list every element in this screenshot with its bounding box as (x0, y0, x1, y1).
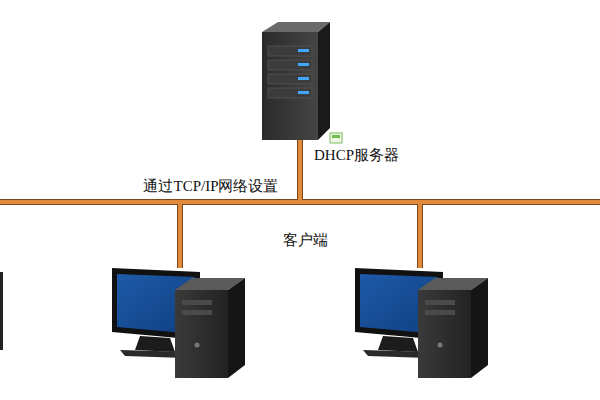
server-label: DHCP服务器 (314, 146, 399, 164)
server-icon (262, 22, 330, 140)
client-computer (355, 268, 488, 378)
network-wires (0, 140, 600, 268)
network-label: 通过TCP/IP网络设置 (141, 177, 280, 195)
client-label: 客户端 (281, 231, 330, 249)
partial-computer (0, 272, 3, 350)
client-computer (112, 268, 245, 378)
server-node: DHCP服务器 (314, 146, 399, 164)
status-icon (330, 133, 342, 143)
